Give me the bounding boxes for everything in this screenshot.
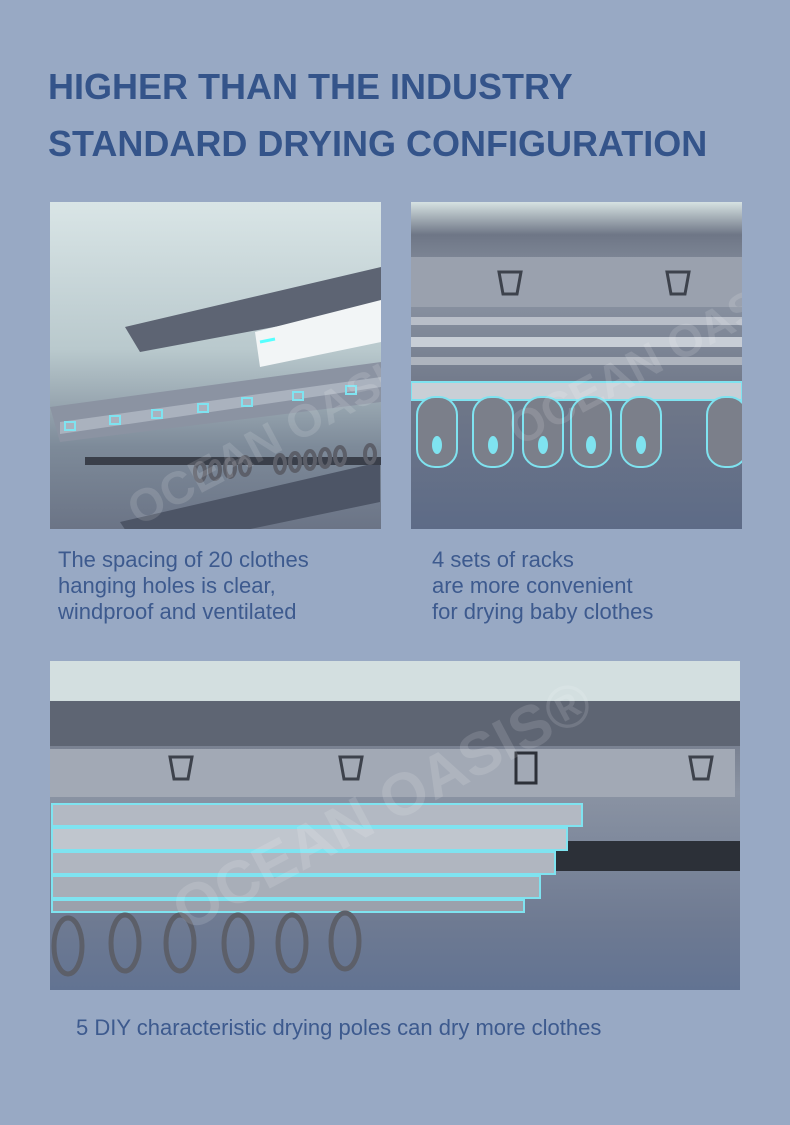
caption-racks: 4 sets of racks are more convenient for … <box>432 547 654 624</box>
hooks-illustration <box>411 257 742 468</box>
product-photo-rack-overview: OCEAN OASIS® <box>50 202 381 529</box>
page-title: HIGHER THAN THE INDUSTRY STANDARD DRYING… <box>48 66 708 164</box>
caption-hanging-holes: The spacing of 20 clothes hanging holes … <box>58 547 309 624</box>
caption-drying-poles: 5 DIY characteristic drying poles can dr… <box>76 1015 602 1040</box>
product-photo-drying-poles: OCEAN OASIS® <box>50 661 740 990</box>
product-photo-rack-hooks: OCEAN OASIS® <box>411 202 742 529</box>
poles-illustration <box>50 701 740 977</box>
rack-illustration <box>50 267 381 529</box>
